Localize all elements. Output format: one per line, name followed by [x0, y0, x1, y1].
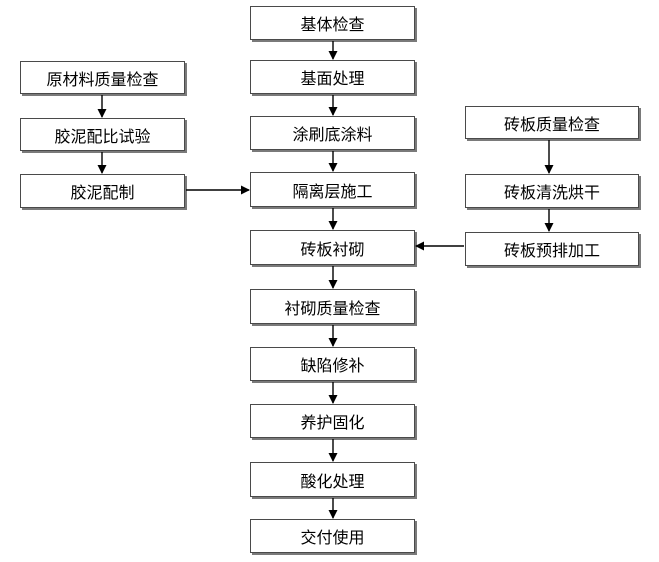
step-curing: 养护固化: [250, 404, 415, 438]
step-mortar-test: 胶泥配比试验: [20, 118, 185, 151]
step-brick-wash-dry: 砖板清洗烘干: [465, 174, 639, 208]
step-isolation-layer: 隔离层施工: [250, 172, 415, 207]
step-delivery: 交付使用: [250, 519, 415, 553]
step-base-inspection: 基体检查: [250, 6, 415, 40]
step-brick-inspection: 砖板质量检查: [465, 106, 639, 139]
step-mortar-prep: 胶泥配制: [20, 174, 185, 208]
step-lining-quality: 衬砌质量检查: [250, 289, 415, 324]
step-material-inspection: 原材料质量检查: [20, 61, 185, 94]
step-brick-prearrange: 砖板预排加工: [465, 232, 639, 266]
step-primer-coating: 涂刷底涂料: [250, 116, 415, 150]
step-acid-treatment: 酸化处理: [250, 462, 415, 497]
step-surface-treatment: 基面处理: [250, 60, 415, 94]
step-defect-repair: 缺陷修补: [250, 347, 415, 381]
step-brick-lining: 砖板衬砌: [250, 230, 415, 265]
